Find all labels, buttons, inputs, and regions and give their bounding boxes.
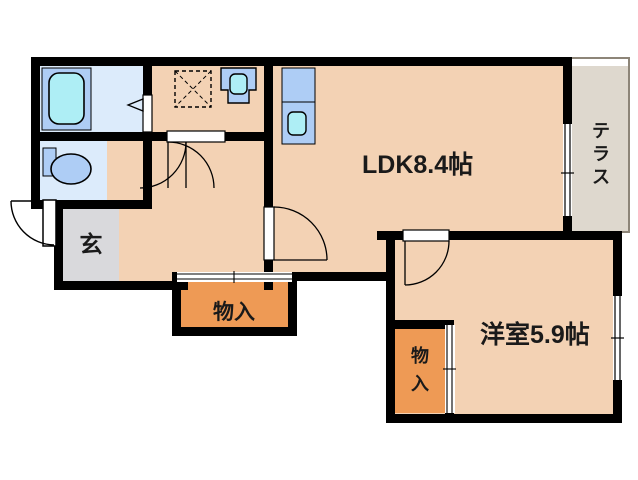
entrance-door-panel: [42, 199, 57, 247]
entrance-door-swing-arc: [10, 200, 55, 246]
ldk-door-panel: [263, 206, 275, 261]
room-ldk-lower: [273, 227, 386, 272]
ldk-door-swing-arc: [273, 206, 328, 261]
kitchen-sink-basin-icon: [287, 111, 307, 136]
washing-pan-cross-b: [174, 70, 212, 108]
wall-bath-toilet-divider: [40, 132, 152, 141]
wall-top-exterior: [31, 57, 572, 66]
room-label-storage-2-char-1: 物: [411, 345, 429, 366]
washing-machine-pan-icon: [174, 70, 212, 108]
wall-storage1-right: [288, 272, 297, 336]
room-label-storage-1: 物入: [213, 300, 255, 324]
room-label-ldk: LDK8.4帖: [362, 151, 473, 179]
room-genkan: [63, 209, 119, 290]
wall-terrace-top: [572, 57, 630, 59]
fixtures: [41, 67, 316, 185]
hall-door-a-opening: [166, 130, 226, 143]
wall-storage1-left: [172, 272, 181, 336]
wall-storage2-top: [386, 320, 445, 329]
room-label-bedroom: 洋室5.9帖: [480, 320, 590, 349]
toilet-bowl-icon: [50, 153, 92, 185]
wall-left-exterior: [31, 57, 40, 209]
bath-door-fold-icon: [126, 98, 144, 112]
hall-door-b-swing-arc: [139, 141, 187, 189]
terrace-window-frame: [563, 124, 572, 216]
room-terrace: [572, 66, 630, 231]
vanity-basin-icon: [229, 73, 248, 95]
room-labels: LDK8.4帖 洋室5.9帖 玄 物入 物 入 テ ラ ス: [80, 121, 611, 394]
room-label-storage-2-char-2: 入: [411, 374, 429, 394]
hall-door-a-swing-arc: [167, 141, 215, 189]
wall-terrace-right: [628, 57, 630, 233]
wall-toilet-bottom: [31, 200, 152, 209]
wall-genkan-left: [54, 209, 63, 290]
room-storage-2: [395, 329, 445, 413]
room-fills: [40, 66, 630, 423]
washing-pan-cross-a: [174, 70, 212, 108]
wall-storage1-bottom: [172, 327, 297, 336]
bedroom-door-opening: [402, 229, 450, 242]
wall-bottom-genkan: [54, 281, 188, 290]
room-label-terrace-char-1: テ: [592, 121, 610, 141]
wall-washroom-ldk-divider: [264, 57, 273, 141]
room-label-terrace-char-3: ス: [592, 167, 610, 187]
bathtub-icon: [48, 72, 85, 125]
doors-and-windows: [10, 94, 624, 413]
wall-toilet-right: [143, 141, 152, 209]
wall-bedroom-top: [386, 231, 622, 240]
kitchen-counter-icon: [281, 67, 316, 103]
wall-bedroom-bottom: [386, 414, 622, 423]
room-label-genkan: 玄: [80, 231, 103, 257]
bedroom-door-swing-arc: [404, 240, 450, 286]
room-label-terrace-char-2: ラ: [592, 144, 610, 164]
wall-ldk-bottom-left: [264, 272, 386, 281]
bath-door-panel: [142, 94, 153, 133]
